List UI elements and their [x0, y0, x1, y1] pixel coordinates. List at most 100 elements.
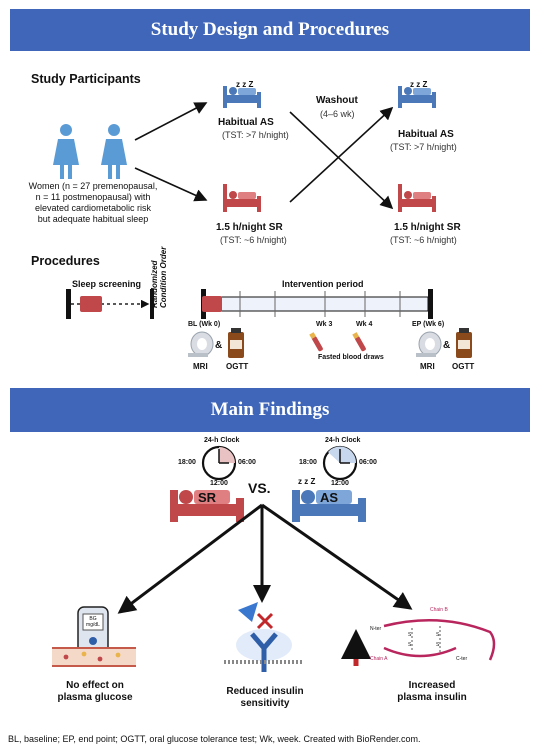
- arrow-to-sr: [134, 167, 208, 202]
- arrow-as-to-sr: [289, 111, 394, 210]
- footnote: BL, baseline; EP, end point; OGTT, oral …: [8, 734, 421, 744]
- week-ticks: [239, 291, 401, 317]
- ogtt-label-1: OGTT: [226, 362, 249, 371]
- woman-icon-1: [53, 124, 79, 179]
- intervention-device-icon: [202, 296, 222, 312]
- insulin-receptor-icon: [224, 602, 304, 672]
- clock2-bottom: 12:00: [331, 480, 349, 487]
- washout-title: Washout: [316, 95, 358, 106]
- blood-vessel-icon: [52, 647, 136, 667]
- ep-label: EP (Wk 6): [412, 321, 445, 328]
- sleep-screening-label: Sleep screening: [72, 279, 142, 289]
- mri-label-2: MRI: [420, 362, 435, 371]
- wk3-label: Wk 3: [316, 321, 333, 328]
- glucometer-icon: [77, 606, 109, 654]
- finding-glucose-line-1: No effect on: [66, 680, 124, 691]
- arm1-title: Habitual AS: [218, 117, 274, 128]
- as-bed-icon-2: [398, 86, 436, 108]
- zz-label-3: z z Z: [298, 477, 316, 486]
- arrow-to-insulin: [261, 503, 413, 610]
- sr-bed-label: SR: [198, 490, 217, 505]
- randomized-line-1: Randomized: [150, 260, 159, 308]
- clock2-left: 18:00: [299, 459, 317, 466]
- ogtt-label-2: OGTT: [452, 362, 475, 371]
- desc-line-3: elevated cardiometabolic risk: [34, 203, 152, 213]
- arm1-sub: (TST: >7 h/night): [222, 130, 289, 140]
- insulin-chain-icon: [341, 619, 496, 666]
- screening-start-bar: [66, 289, 71, 319]
- mri-icon-1: [188, 331, 214, 357]
- blood-tube-icon-2: [352, 332, 366, 352]
- fasted-label: Fasted blood draws: [318, 354, 384, 361]
- arrow-to-glucose: [117, 503, 263, 614]
- as-bed-label: AS: [320, 490, 339, 505]
- clock1-left: 18:00: [178, 459, 196, 466]
- screening-end-bar: [150, 289, 154, 319]
- zz-label-2: z z Z: [410, 80, 428, 89]
- ogtt-bottle-icon-2: [456, 328, 472, 358]
- mri-label-1: MRI: [193, 362, 208, 371]
- bl-label: BL (Wk 0): [188, 321, 221, 328]
- arrow-sr-to-as: [289, 106, 394, 203]
- clock-icon-sr: [201, 445, 237, 481]
- ss-label-4: S: [436, 642, 440, 648]
- ss-label-1: S: [408, 632, 412, 638]
- finding-insulin-line-2: plasma insulin: [397, 692, 467, 703]
- sr-bed-icon-1: [223, 184, 261, 212]
- chain-a-label: Chain A: [370, 656, 388, 662]
- finding-glucose: No effect on plasma glucose: [40, 680, 150, 704]
- participants-heading: Study Participants: [31, 72, 141, 86]
- intervention-label: Intervention period: [282, 279, 364, 289]
- desc-line-2: n = 11 postmenopausal) with: [35, 192, 151, 202]
- intervention-band: [205, 296, 429, 312]
- banner-study-design: Study Design and Procedures: [10, 9, 530, 51]
- arm2-sub: (TST: ~6 h/night): [220, 235, 287, 245]
- wk4-label: Wk 4: [356, 321, 373, 328]
- c-ter-label: C-ter: [456, 656, 468, 662]
- screening-device-icon: [80, 296, 102, 312]
- sr-bed-icon-2: [398, 184, 436, 212]
- clock1-right: 06:00: [238, 459, 256, 466]
- desc-line-1: Women (n = 27 premenopausal,: [28, 181, 158, 191]
- n-ter-label: N-ter: [370, 626, 382, 632]
- as-bed-icon-large: [292, 490, 366, 522]
- finding-sensitivity: Reduced insulin sensitivity: [210, 686, 320, 710]
- randomized-line-2: Condition Order: [159, 246, 168, 308]
- participants-description: Women (n = 27 premenopausal, n = 11 post…: [28, 181, 158, 225]
- clock-label-sr: 24-h Clock: [204, 437, 240, 444]
- arrow-to-as: [134, 102, 208, 141]
- washout-sub: (4–6 wk): [320, 109, 355, 119]
- chain-b-label: Chain B: [430, 607, 448, 613]
- clock-label-as: 24-h Clock: [325, 437, 361, 444]
- finding-glucose-line-2: plasma glucose: [57, 692, 133, 703]
- arm4-title: 1.5 h/night SR: [394, 222, 461, 233]
- blood-tube-icon-1: [309, 332, 323, 352]
- finding-insulin: Increased plasma insulin: [372, 680, 492, 704]
- sr-bed-icon-large: [170, 490, 244, 522]
- clock-icon-as: [322, 445, 358, 481]
- arm3-sub: (TST: >7 h/night): [390, 142, 457, 152]
- zz-label-1: z z Z: [236, 80, 254, 89]
- ss-label-2: S: [408, 642, 412, 648]
- clock2-right: 06:00: [359, 459, 377, 466]
- ss-label-3: S: [436, 632, 440, 638]
- clock1-bottom: 12:00: [210, 480, 228, 487]
- arm2-title: 1.5 h/night SR: [216, 222, 283, 233]
- vs-label: VS.: [248, 480, 271, 496]
- arm3-title: Habitual AS: [398, 129, 454, 140]
- finding-sensitivity-line-1: Reduced insulin: [226, 686, 304, 697]
- arm4-sub: (TST: ~6 h/night): [390, 235, 457, 245]
- mri-icon-2: [416, 331, 442, 357]
- amp-2: &: [443, 340, 451, 351]
- desc-line-4: but adequate habitual sleep: [37, 214, 149, 224]
- intervention-end-bar: [428, 289, 433, 319]
- banner-main-findings: Main Findings: [10, 388, 530, 432]
- amp-1: &: [215, 340, 223, 351]
- ogtt-bottle-icon-1: [228, 328, 244, 358]
- finding-sensitivity-line-2: sensitivity: [240, 698, 290, 709]
- woman-icon-2: [101, 124, 127, 179]
- as-bed-icon-1: [223, 86, 261, 108]
- procedures-heading: Procedures: [31, 254, 100, 268]
- randomized-label: Randomized Condition Order: [150, 218, 168, 308]
